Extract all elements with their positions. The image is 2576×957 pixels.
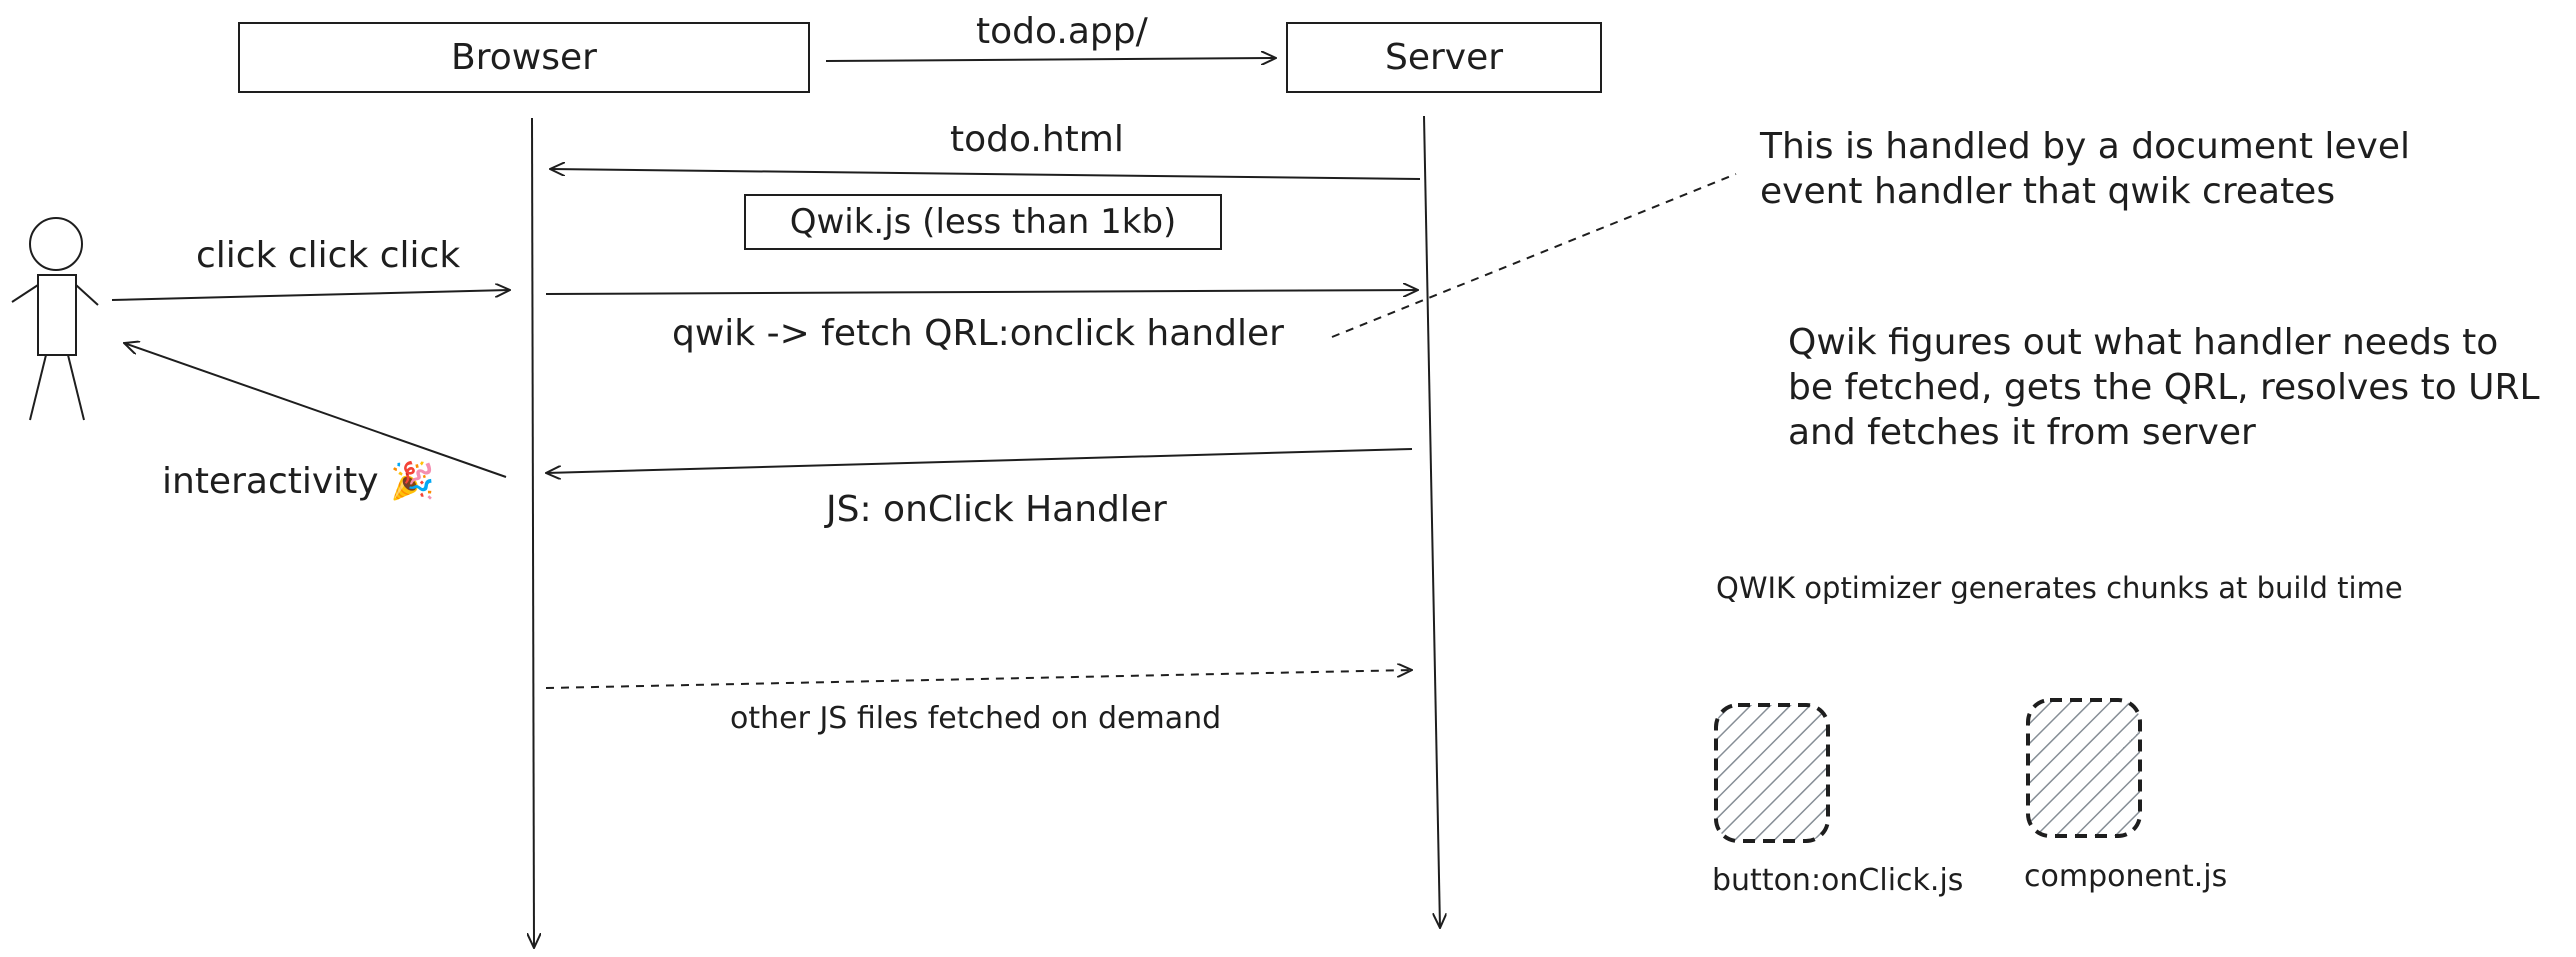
server-label: Server — [1384, 37, 1504, 78]
arrow-qwik-fetch — [545, 290, 1418, 294]
note-connector — [1331, 173, 1737, 338]
note-line: Qwik figures out what handler needs to — [1788, 322, 2499, 363]
js-onclick-label: JS: onClick Handler — [826, 489, 1167, 530]
arrow-todo-app — [825, 58, 1276, 61]
document-handler-note: This is handled by a document level even… — [1760, 124, 2410, 214]
click-label: click click click — [196, 235, 461, 276]
user-actor-icon — [11, 217, 99, 421]
qwik-js-box: Qwik.js (less than 1kb) — [744, 194, 1222, 250]
browser-lifeline — [532, 117, 534, 948]
note-line: and fetches it from server — [1788, 412, 2256, 453]
todo-app-label: todo.app/ — [976, 11, 1148, 52]
browser-label: Browser — [451, 37, 597, 78]
chunk-icon-component — [2026, 698, 2142, 838]
chunk-icon-button-onclick — [1714, 703, 1830, 843]
arrow-other-js — [545, 670, 1412, 689]
server-lifeline — [1423, 115, 1440, 928]
chunk-label: component.js — [2024, 859, 2228, 894]
other-js-label: other JS files fetched on demand — [730, 701, 1222, 736]
note-line: be fetched, gets the QRL, resolves to UR… — [1788, 367, 2540, 408]
note-line: event handler that qwik creates — [1760, 171, 2336, 212]
arrow-js-onclick — [546, 448, 1413, 473]
note-line: This is handled by a document level — [1760, 126, 2410, 167]
browser-participant: Browser — [238, 22, 810, 93]
interactivity-label: interactivity 🎉 — [162, 461, 435, 502]
qwik-js-label: Qwik.js (less than 1kb) — [789, 202, 1177, 242]
arrow-todo-html — [550, 169, 1421, 180]
arrow-interactivity — [124, 343, 507, 478]
arrow-click — [111, 290, 510, 301]
server-participant: Server — [1286, 22, 1602, 93]
todo-html-label: todo.html — [950, 119, 1124, 160]
optimizer-note: QWIK optimizer generates chunks at build… — [1716, 571, 2403, 605]
qwik-fetch-label: qwik -> fetch QRL:onclick handler — [672, 313, 1284, 354]
chunk-label: button:onClick.js — [1712, 863, 1964, 898]
qwik-figures-note: Qwik figures out what handler needs to b… — [1788, 320, 2540, 455]
